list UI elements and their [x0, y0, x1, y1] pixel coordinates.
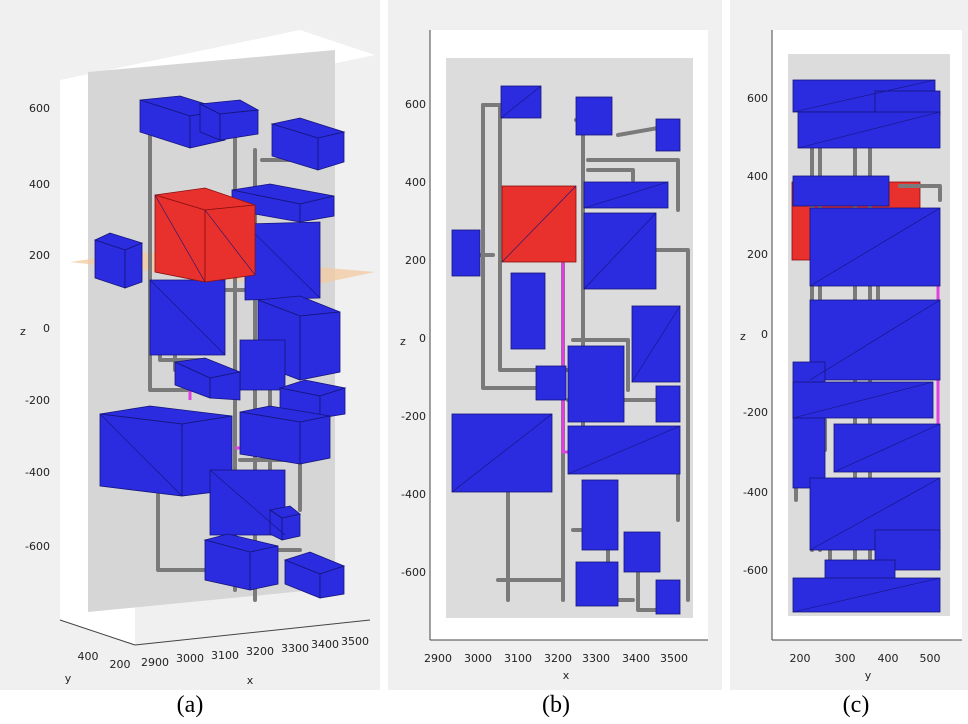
- component-box: [874, 90, 941, 116]
- x-tick: 2900: [424, 652, 452, 665]
- component-box: [623, 531, 661, 573]
- components: [451, 85, 681, 615]
- component-box: [317, 131, 345, 171]
- component-box: [575, 561, 619, 607]
- z-tick: 600: [405, 98, 426, 111]
- y-axis: 200 300 400 500 y: [790, 652, 941, 682]
- y-tick: 200: [110, 658, 131, 671]
- z-tick: -400: [401, 488, 426, 501]
- z-tick: -400: [25, 466, 50, 479]
- x-tick: 3400: [311, 638, 339, 651]
- x-axis-label: x: [247, 674, 254, 687]
- z-tick: 600: [29, 102, 50, 115]
- z-tick: 200: [747, 248, 768, 261]
- y-tick: 400: [878, 652, 899, 665]
- component-box: [655, 579, 681, 615]
- component-box: [124, 242, 143, 289]
- component-box: [655, 385, 681, 423]
- x-axis-label: x: [563, 669, 570, 682]
- component-box: [239, 339, 286, 391]
- y-tick: 200: [790, 652, 811, 665]
- caption-b: (b): [542, 692, 570, 718]
- z-tick: 0: [43, 322, 50, 335]
- highlighted-component: [154, 187, 256, 283]
- component-box: [299, 195, 335, 223]
- y-tick: 500: [920, 652, 941, 665]
- z-tick: 0: [761, 328, 768, 341]
- z-axis-label: z: [740, 330, 746, 343]
- component-box: [792, 175, 890, 207]
- y-tick: 400: [78, 650, 99, 663]
- component-box: [792, 361, 826, 489]
- component-box: [655, 118, 681, 152]
- component-box: [209, 371, 241, 401]
- panel-a-plot: 600 400 200 0 -200 -400 -600 z: [0, 0, 380, 690]
- panel-c-plot: 600 400 200 0 -200 -400 -600 z 200 300 4…: [730, 0, 968, 690]
- panel-b: 600 400 200 0 -200 -400 -600 z 2900 3000…: [388, 0, 722, 690]
- x-tick: 3200: [544, 652, 572, 665]
- x-tick: 2900: [141, 656, 169, 669]
- component-box: [575, 96, 613, 136]
- y-axis: 400 200 y: [59, 619, 136, 685]
- z-tick: -400: [743, 486, 768, 499]
- component-box: [319, 387, 346, 419]
- component-box: [510, 272, 546, 350]
- x-tick: 3200: [246, 645, 274, 658]
- panel-b-plot: 600 400 200 0 -200 -400 -600 z 2900 3000…: [388, 0, 722, 690]
- z-tick: -200: [25, 394, 50, 407]
- x-tick: 3000: [464, 652, 492, 665]
- x-tick: 3100: [211, 649, 239, 662]
- z-tick: -600: [743, 564, 768, 577]
- x-tick: 3500: [341, 635, 369, 648]
- z-tick: -200: [401, 410, 426, 423]
- z-tick: -600: [401, 566, 426, 579]
- z-tick: -200: [743, 406, 768, 419]
- x-tick: 3100: [504, 652, 532, 665]
- component-box: [281, 513, 301, 541]
- z-axis: 600 400 200 0 -200 -400 -600 z: [740, 92, 768, 577]
- z-axis: 600 400 200 0 -200 -400 -600 z: [400, 98, 426, 579]
- component-box: [581, 479, 619, 551]
- x-tick: 3000: [176, 652, 204, 665]
- z-axis-label: z: [400, 335, 406, 348]
- caption-c: (c): [842, 692, 870, 718]
- z-tick: 400: [405, 176, 426, 189]
- x-tick: 3500: [660, 652, 688, 665]
- x-tick: 3300: [281, 642, 309, 655]
- component-box: [249, 545, 279, 591]
- z-tick: 600: [747, 92, 768, 105]
- z-tick: 0: [419, 332, 426, 345]
- x-axis: 2900 3000 3100 3200 3300 3400 3500 x: [134, 619, 371, 687]
- y-axis-label: y: [865, 669, 872, 682]
- component-box: [299, 415, 331, 465]
- caption-a: (a): [176, 692, 204, 718]
- z-tick: 400: [29, 178, 50, 191]
- z-axis-label: z: [20, 325, 26, 338]
- component-box: [219, 109, 259, 141]
- panel-a: 600 400 200 0 -200 -400 -600 z: [0, 0, 380, 690]
- z-axis: 600 400 200 0 -200 -400 -600 z: [20, 102, 50, 553]
- y-axis-label: y: [65, 672, 72, 685]
- z-tick: -600: [25, 540, 50, 553]
- component-box: [299, 311, 341, 381]
- components: [93, 95, 347, 599]
- y-tick: 300: [835, 652, 856, 665]
- components: [792, 79, 941, 613]
- x-tick: 3400: [622, 652, 650, 665]
- z-tick: 200: [29, 249, 50, 262]
- z-tick: 200: [405, 254, 426, 267]
- x-axis: 2900 3000 3100 3200 3300 3400 3500 x: [424, 652, 688, 682]
- component-box: [567, 345, 625, 423]
- component-box: [535, 365, 567, 401]
- z-tick: 400: [747, 170, 768, 183]
- x-tick: 3300: [582, 652, 610, 665]
- component-box: [319, 565, 345, 599]
- component-box: [451, 229, 481, 277]
- panel-c: 600 400 200 0 -200 -400 -600 z 200 300 4…: [730, 0, 968, 690]
- highlighted-component: [501, 185, 577, 263]
